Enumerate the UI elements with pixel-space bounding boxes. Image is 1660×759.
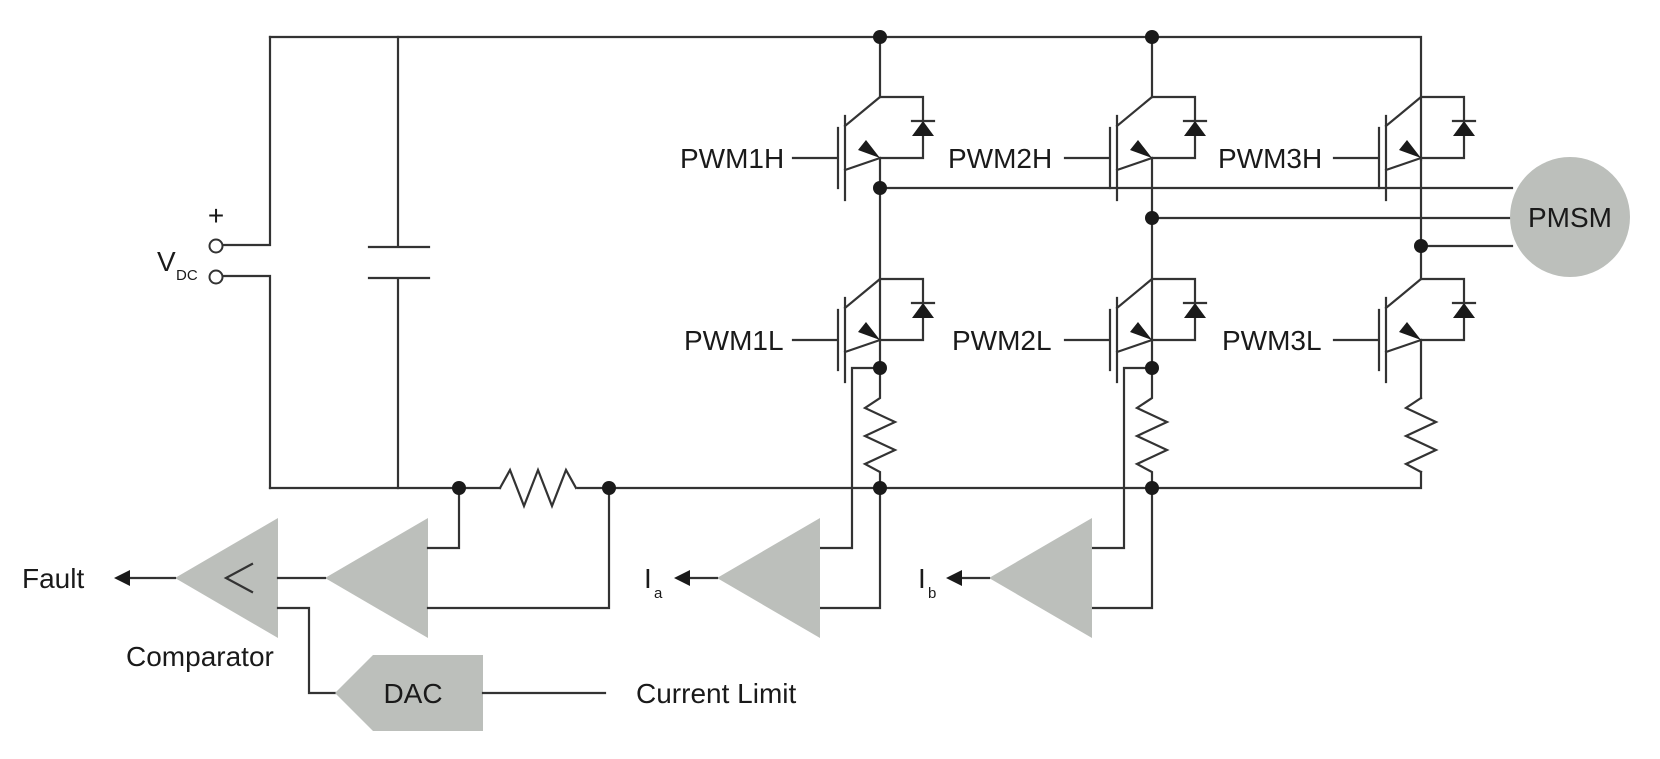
pmsm-motor-body [1510,157,1630,277]
igbt-pwm1h [791,95,936,202]
vdc-source: + V DC [157,200,224,285]
shunt-2-resistor [1134,366,1170,490]
pwm1l-label: PWM1L [684,325,784,356]
igbt-pwm3l [1332,277,1477,384]
phase-leg-3 [1332,95,1514,474]
dac-block [335,655,483,731]
dac-label: DAC [383,678,442,709]
fault-label: Fault [22,563,84,594]
pmsm-motor: PMSM [1510,157,1630,277]
vdc-plus-sign: + [208,200,224,231]
comparator: Fault Comparator [22,518,327,672]
shunt-3-resistor [1403,396,1439,474]
pwm3h-label: PWM3H [1218,143,1322,174]
pwm2l-label: PWM2L [952,325,1052,356]
igbt-pwm3h [1332,95,1477,202]
current-limit-label: Current Limit [636,678,796,709]
dac: DAC Current Limit [276,606,796,731]
shunt-1-resistor [862,366,898,490]
ia-amplifier: I a [644,518,820,638]
comparator-symbol [223,562,254,594]
ia-label: I [644,563,652,594]
dc-bus [222,35,1423,490]
comparator-label: Comparator [126,641,274,672]
phase-leg-2 [1063,35,1514,610]
pwm3l-label: PWM3L [1222,325,1322,356]
vdc-left-wire [222,35,272,490]
vdc-minus-terminal [208,269,224,285]
ib-amplifier: I b [918,518,1092,638]
vdc-plus-terminal [208,238,224,254]
vdc-label: V [157,246,176,277]
ia-sense-wires [818,366,882,610]
junction-dots [452,30,1428,495]
igbt-pwm2l [1063,277,1208,384]
igbt-pwm1l [791,277,936,384]
ib-label-subscript: b [928,585,936,602]
ib-sense-wires [1090,366,1154,610]
dc-link-capacitor [367,35,431,490]
ib-label: I [918,563,926,594]
negative-rail [268,470,1423,490]
positive-rail [268,35,1423,162]
bus-shunt-resistor [498,466,578,510]
pwm1h-label: PWM1H [680,143,784,174]
pwm2h-label: PWM2H [948,143,1052,174]
ia-label-subscript: a [654,585,663,602]
pmsm-label: PMSM [1528,202,1612,233]
vdc-label-subscript: DC [176,267,198,284]
igbt-pwm2h [1063,95,1208,202]
phase-leg-1 [791,35,1514,610]
bus-current-amplifier [325,486,611,638]
